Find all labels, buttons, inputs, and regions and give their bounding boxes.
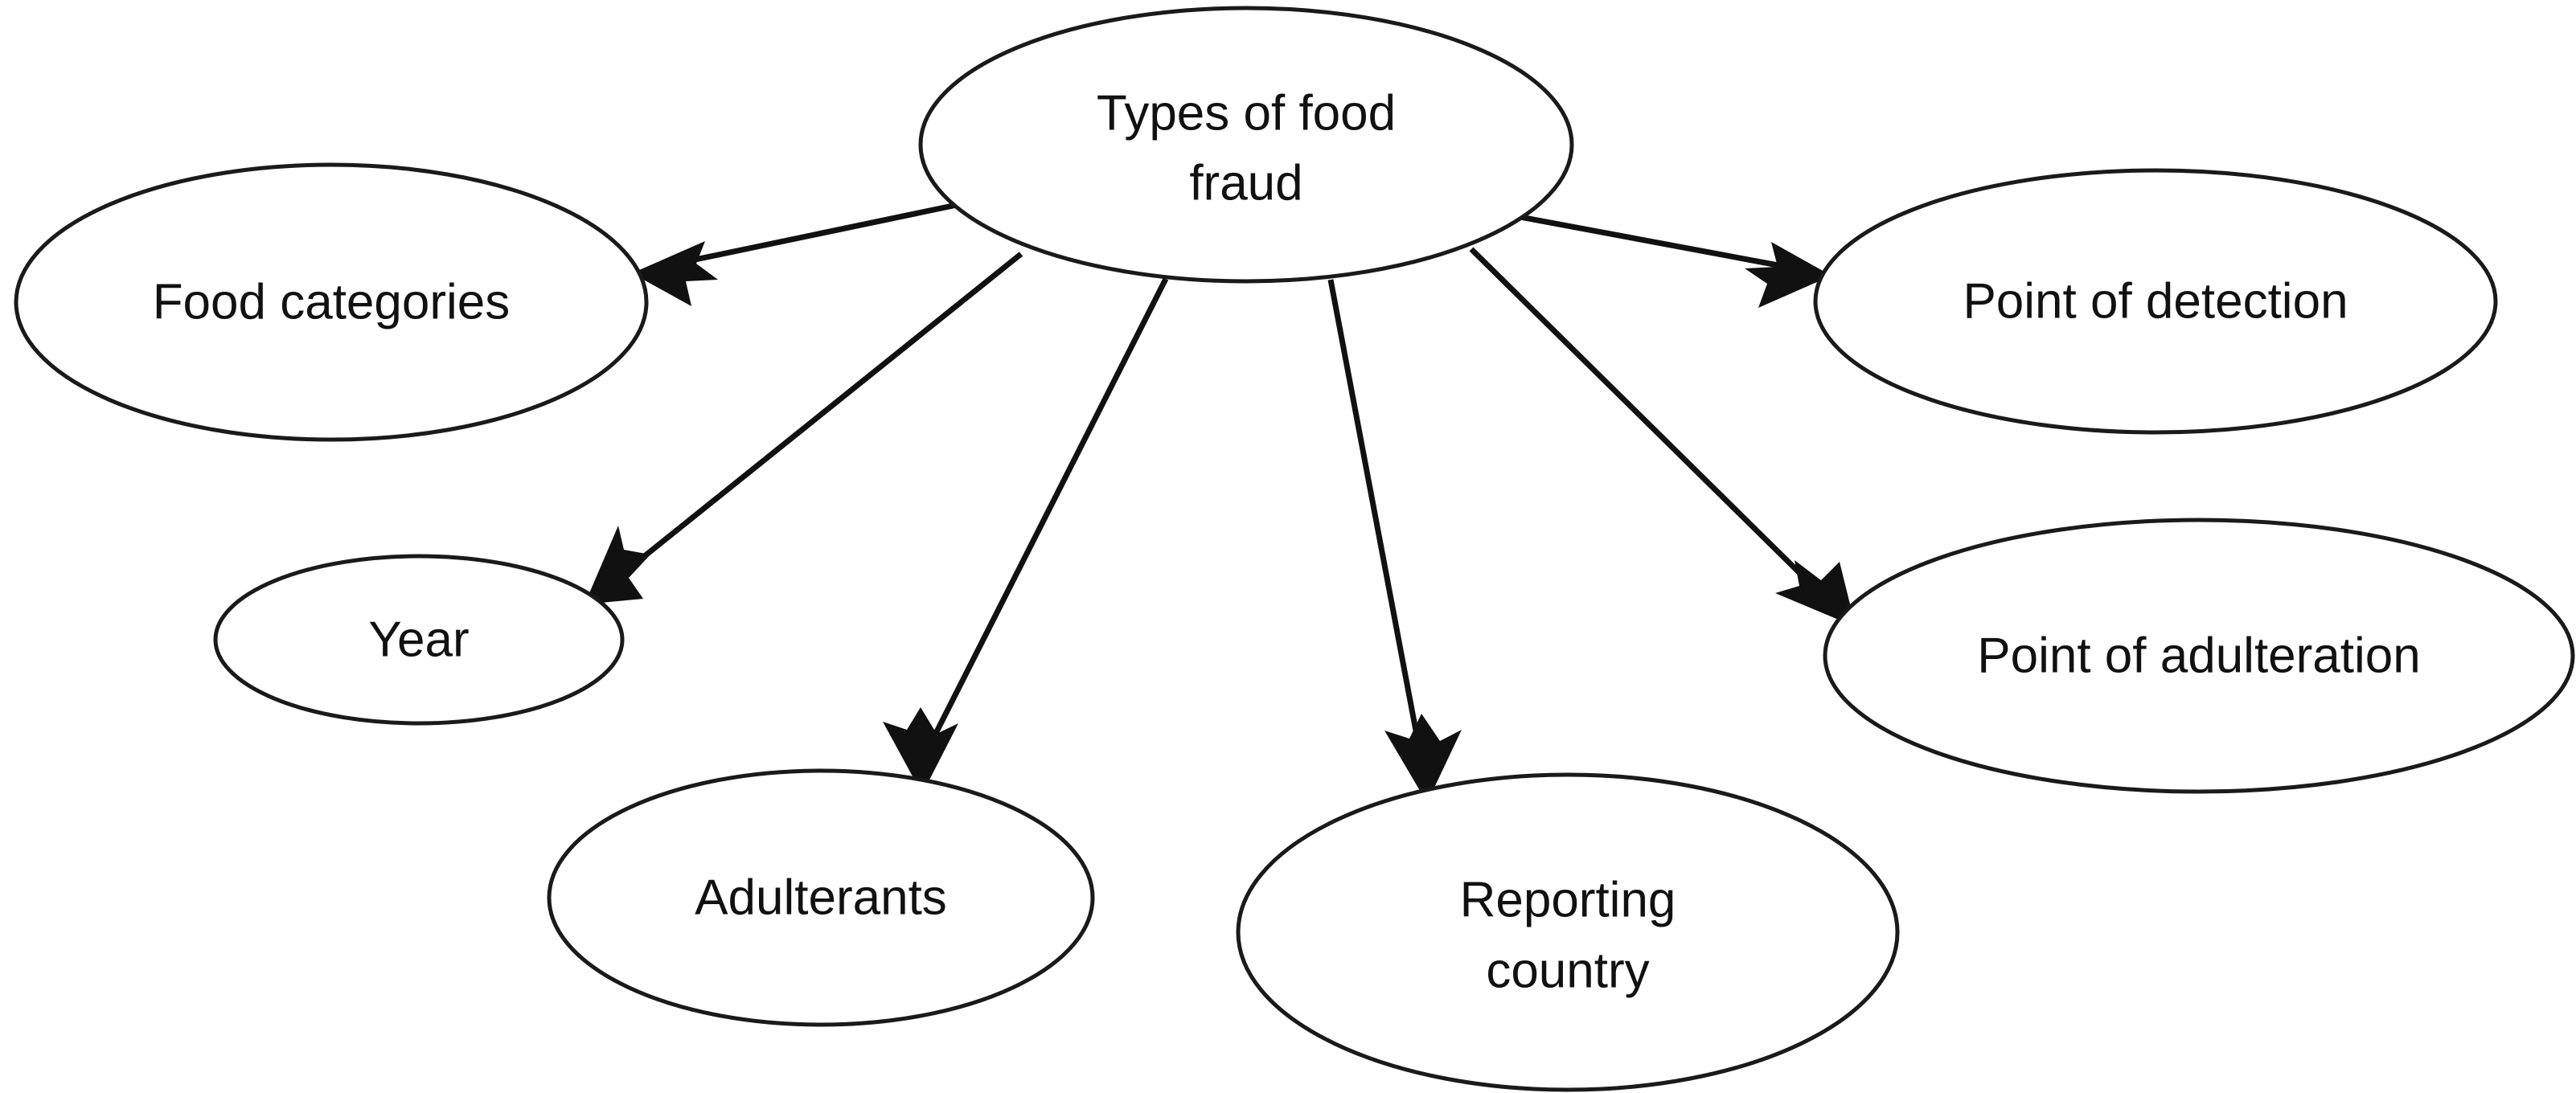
edge-root-to-point-of-adulteration	[1469, 247, 1856, 627]
node-label: Point of adulteration	[1977, 628, 2421, 683]
node-shape-ellipse[interactable]	[918, 6, 1574, 284]
edge-root-to-adulterants	[883, 277, 1169, 794]
edge-root-to-point-of-detection	[1511, 212, 1832, 308]
arrowhead-icon	[883, 707, 958, 794]
node-label-line-1: Types of food	[1097, 85, 1396, 141]
node-point-of-detection[interactable]: Point of detection	[1813, 168, 2498, 435]
edge-root-to-reporting-country	[1327, 279, 1462, 803]
edge-root-to-food-categories	[632, 202, 958, 306]
arrowhead-icon	[1745, 242, 1832, 308]
node-label: Adulterants	[695, 870, 947, 925]
node-shape-ellipse[interactable]	[547, 768, 1095, 1027]
nodes-layer: Types of food fraud Food categories Year…	[14, 6, 2575, 1092]
arrowhead-icon	[1384, 714, 1462, 803]
node-reporting-country[interactable]: Reporting country	[1236, 772, 1900, 1092]
node-point-of-adulteration[interactable]: Point of adulteration	[1823, 518, 2575, 794]
node-label-line-1: Reporting	[1460, 872, 1676, 927]
node-label: Year	[368, 612, 469, 667]
node-shape-ellipse[interactable]	[213, 554, 625, 726]
node-label-line-2: fraud	[1189, 155, 1302, 211]
node-food-categories[interactable]: Food categories	[14, 162, 649, 442]
edge-line	[1469, 247, 1834, 607]
node-shape-ellipse[interactable]	[14, 162, 649, 442]
node-shape-ellipse[interactable]	[1236, 772, 1900, 1092]
edge-line	[918, 277, 1169, 763]
node-label: Point of detection	[1963, 273, 2348, 329]
edges-layer	[585, 202, 1856, 803]
arrowhead-icon	[585, 526, 650, 604]
node-year[interactable]: Year	[213, 554, 625, 726]
edge-line	[1327, 279, 1427, 774]
node-label-line-2: country	[1486, 943, 1649, 998]
node-label: Food categories	[153, 274, 511, 330]
edge-root-to-year	[585, 252, 1023, 604]
node-types-of-food-fraud[interactable]: Types of food fraud	[918, 6, 1574, 284]
node-shape-ellipse[interactable]	[1813, 168, 2498, 435]
node-adulterants[interactable]: Adulterants	[547, 768, 1095, 1027]
arrowhead-icon	[632, 241, 718, 306]
node-shape-ellipse[interactable]	[1823, 518, 2575, 794]
edge-line	[652, 202, 958, 272]
arrowhead-icon	[1775, 560, 1856, 627]
edge-line	[607, 252, 1023, 587]
edge-line	[1511, 212, 1809, 274]
